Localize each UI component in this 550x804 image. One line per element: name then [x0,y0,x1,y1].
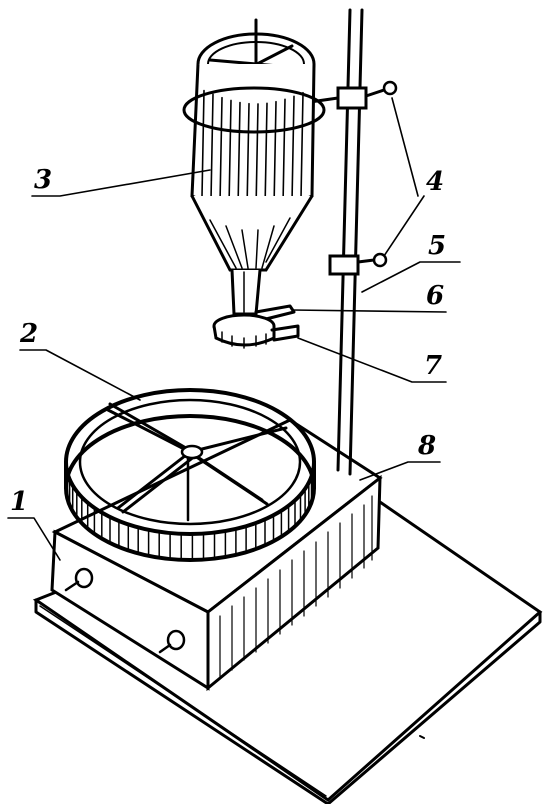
label-base-block: 1 [10,487,28,517]
knob-lower [158,629,186,654]
stand-rod [336,8,364,476]
label-stand-rod: 5 [428,231,446,261]
leader-lines [7,97,461,561]
label-upper-clip: 6 [426,281,444,311]
label-clamps: 4 [426,167,444,197]
label-lower-ring: 7 [424,351,442,381]
bottom-ring [64,388,316,562]
clamp-lower [328,252,388,276]
clamp-upper [308,80,398,110]
label-bottom-ring: 2 [19,319,38,349]
funnel [182,18,326,316]
label-funnel: 3 [34,165,52,195]
label-box: 8 [417,431,436,461]
upper-clip [254,304,296,322]
lower-ring [212,313,300,349]
knob-upper [64,567,94,592]
